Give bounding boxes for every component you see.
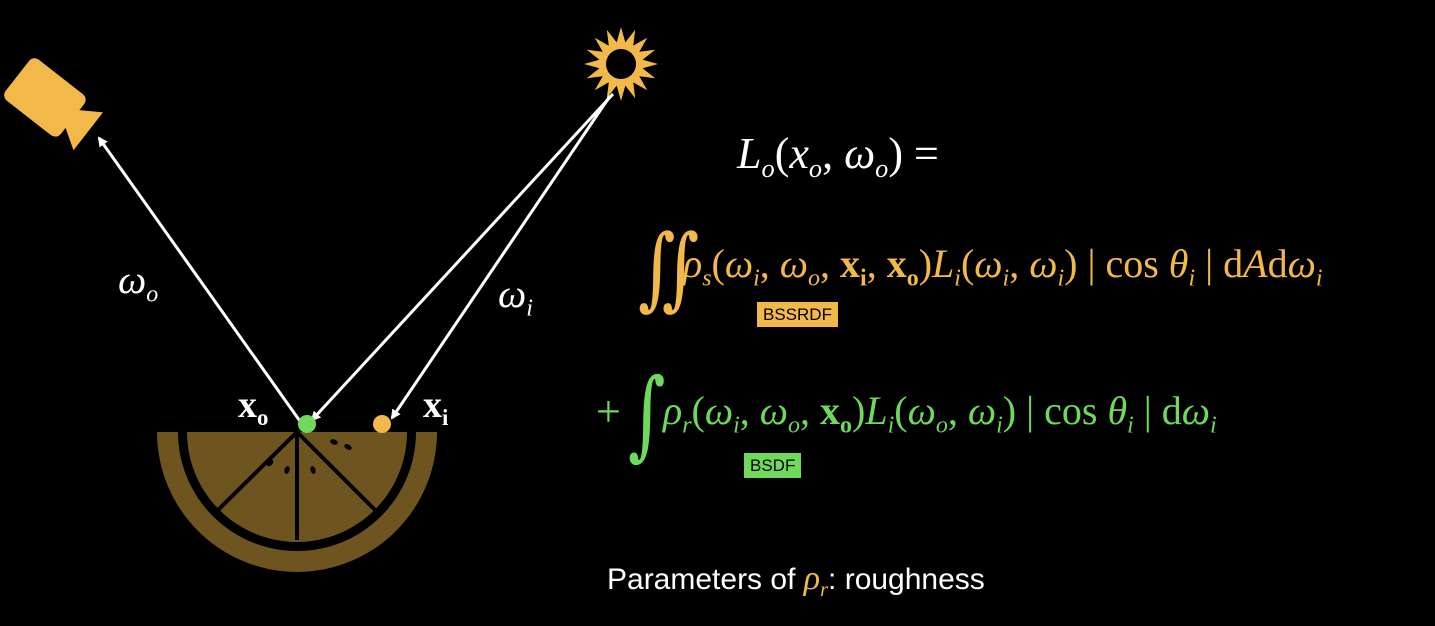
xi-label: xi [423,384,449,430]
bssrdf-tag: BSSRDF [757,302,838,327]
plus-sign: + [596,387,621,436]
equation-term-bsdf: ρr(ωi, ωo, xo)Li(ωo, ωi) | cos θi | dωi [663,388,1217,439]
equation-term-bssrdf: ρs(ωi, ωo, xi, xo)Li(ωi, ωi) | cos θi | … [683,241,1323,292]
sun-icon [584,27,658,101]
point-xi [373,415,391,433]
rho-r-symbol: ρr [803,560,829,602]
point-xo [298,415,316,433]
parameters-caption: Parameters of ρr: roughness [607,560,985,602]
incoming-ray-to-xo [310,92,615,422]
bsdf-tag: BSDF [744,453,802,478]
omega-o-label: ωo [118,257,159,308]
light-paths [97,92,615,425]
outgoing-ray [97,136,304,425]
params-suffix: : roughness [828,563,985,596]
incoming-ray-to-xi [390,95,612,420]
omega-i-label: ωi [498,271,533,322]
double-integral-sign: ∬ [638,214,700,320]
camera-icon [4,58,104,151]
integral-sign: ∫ [628,356,666,471]
lemon-slice [157,430,437,572]
equation-lhs: Lo(xo, ωo) = [737,129,939,184]
xo-label: xo [238,384,269,430]
params-prefix: Parameters of [607,563,796,596]
